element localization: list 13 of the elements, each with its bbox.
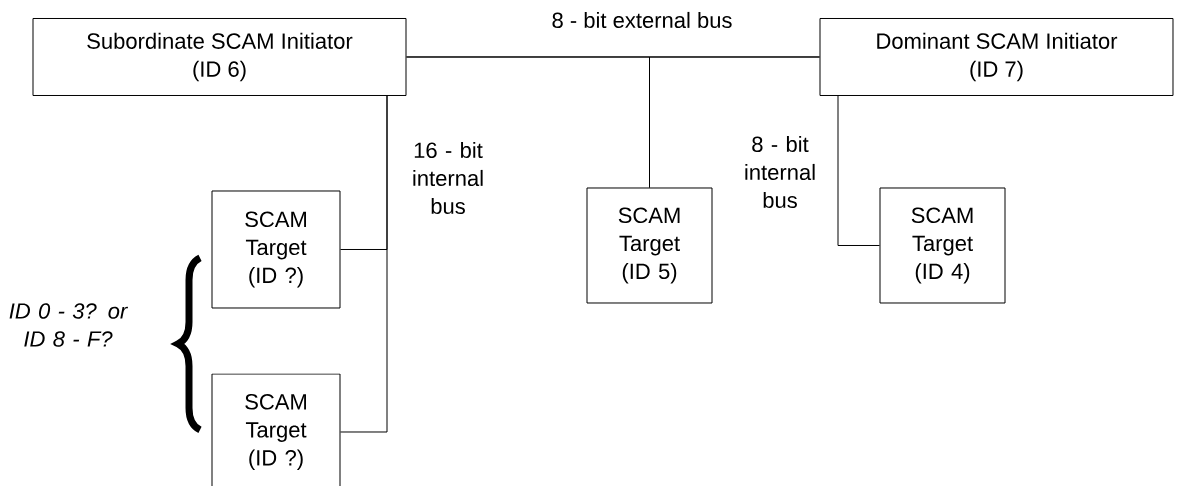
process-box: Dominant SCAM Initiator (ID 7) (819, 18, 1174, 96)
note: ID 0 - 3? or ID 8 - F? (9, 303, 128, 347)
bus-line (649, 56, 820, 188)
process-box: SCAM Target (ID 5) (586, 187, 713, 304)
edge-label: 8 - bit internal bus (731, 134, 829, 210)
process-box: SCAM Target (ID ?) (211, 190, 341, 309)
process-box: SCAM Target (ID ?) (211, 373, 341, 486)
bus-line (837, 95, 880, 246)
process-box: Subordinate SCAM Initiator (ID 6) (32, 18, 407, 96)
bus-line (340, 95, 388, 433)
edge-label: 8 - bit external bus (550, 10, 734, 30)
edge-label: 16 - bit internal bus (399, 140, 497, 216)
process-box: SCAM Target (ID 4) (879, 187, 1006, 304)
